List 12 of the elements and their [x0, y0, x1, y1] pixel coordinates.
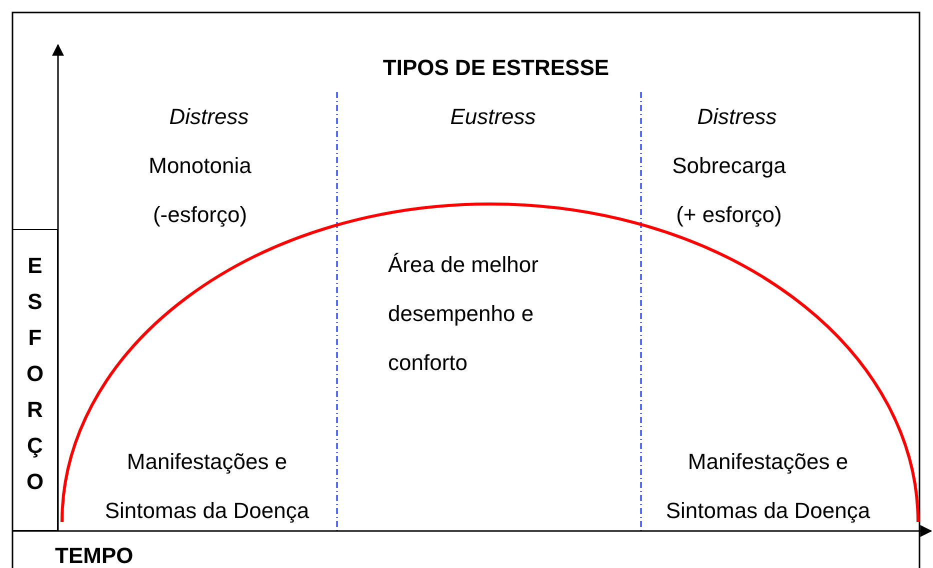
- zone-heading: Eustress: [449, 103, 537, 131]
- zone-description: Monotonia (-esforço): [148, 152, 252, 229]
- zone-heading: Distress: [168, 103, 250, 131]
- diagram-title: TIPOS DE ESTRESSE: [382, 54, 610, 82]
- zone-description: Manifestações e Sintomas da Doença: [664, 448, 872, 525]
- zone-heading: Distress: [696, 103, 778, 131]
- zone-description: Manifestações e Sintomas da Doença: [104, 448, 310, 525]
- zone-description: Área de melhor desempenho e conforto: [388, 251, 540, 377]
- axis-label: ESFORÇO: [25, 252, 45, 496]
- x-axis-label: TEMPO: [55, 542, 134, 568]
- axis-label-box: [12, 229, 58, 531]
- zone-description: Sobrecarga (+ esforço): [671, 152, 787, 229]
